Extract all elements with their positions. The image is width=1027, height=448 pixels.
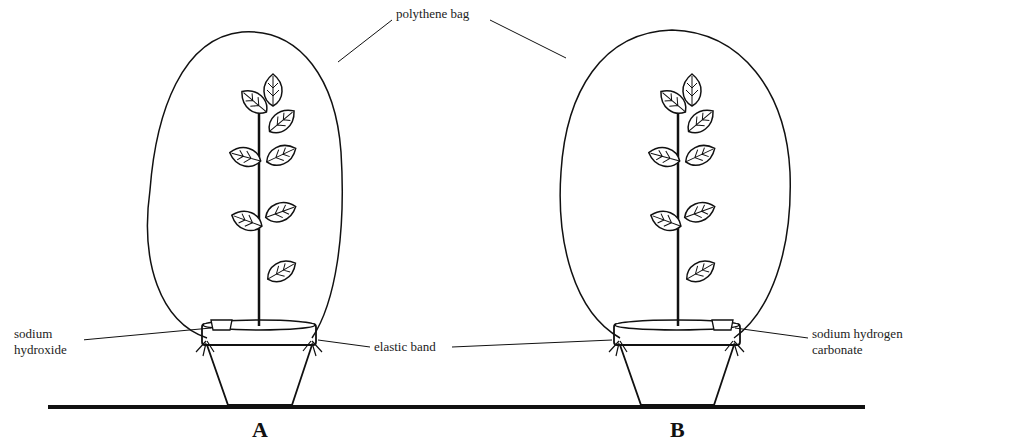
plant-letter: A (250, 418, 270, 442)
bag-label: polythene bag (394, 6, 471, 22)
chemical-label: sodium hydrogen carbonate (810, 326, 918, 358)
band-label: elastic band (372, 339, 438, 355)
plant-letter: B (668, 418, 687, 442)
chemical-label: sodium hydroxide (12, 326, 84, 358)
